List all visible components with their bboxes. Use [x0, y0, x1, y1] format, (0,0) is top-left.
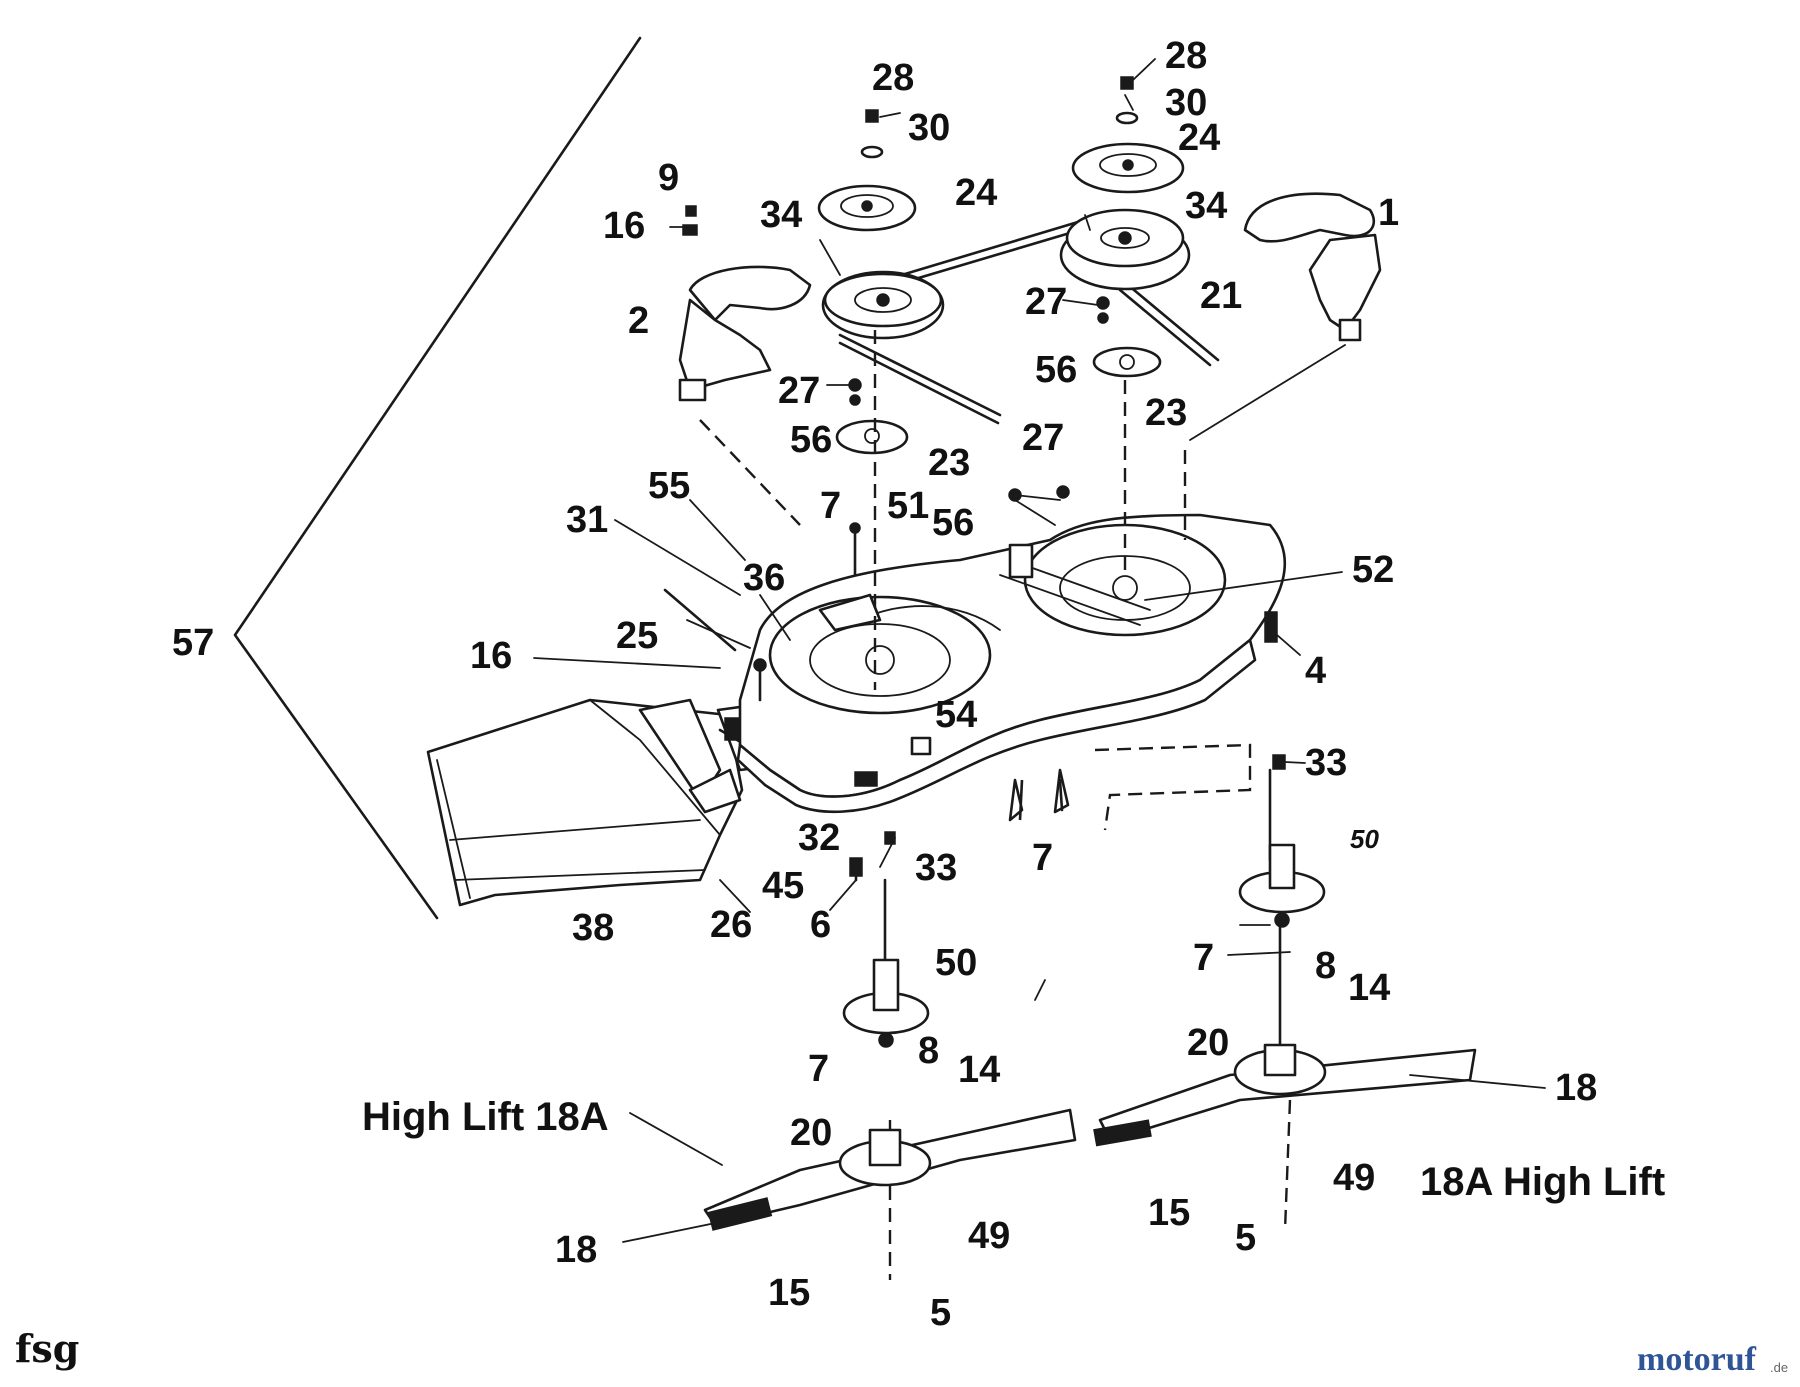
callout-25: 25	[616, 615, 658, 657]
callout-55: 55	[648, 465, 690, 507]
callout-18: 18	[555, 1229, 597, 1271]
callout-14: 14	[958, 1049, 1000, 1091]
mower-deck-housing	[736, 513, 1287, 822]
callout-16: 16	[603, 205, 645, 247]
svg-text:motoruf: motoruf	[1637, 1341, 1757, 1378]
callout-16: 16	[470, 635, 512, 677]
watermark-logo: motoruf .de	[1637, 1341, 1788, 1378]
callout-9: 9	[658, 157, 679, 199]
right-drive-pulley	[1059, 76, 1191, 378]
left-idler-pulley	[817, 109, 945, 455]
callout-33: 33	[1305, 742, 1347, 784]
callout-15: 15	[1148, 1192, 1190, 1234]
belt-guards	[678, 192, 1382, 402]
callout-7: 7	[1032, 837, 1053, 879]
callout-21: 21	[1200, 275, 1242, 317]
callout-34: 34	[1185, 185, 1227, 227]
callout-26: 26	[710, 904, 752, 946]
callout-27: 27	[778, 370, 820, 412]
callout-24: 24	[1178, 117, 1220, 159]
callout-49: 49	[968, 1215, 1010, 1257]
callout-27: 27	[1025, 281, 1067, 323]
callout-50: 50	[935, 942, 977, 984]
callout-2: 2	[628, 300, 649, 342]
callout-52: 52	[1352, 549, 1394, 591]
callout-49: 49	[1333, 1157, 1375, 1199]
discharge-chute	[426, 698, 744, 907]
callout-32: 32	[798, 817, 840, 859]
callout-18: 18	[1555, 1067, 1597, 1109]
svg-text:.de: .de	[1770, 1360, 1788, 1375]
callout-6: 6	[810, 904, 831, 946]
callout-24: 24	[955, 172, 997, 214]
high-lift-note-left: High Lift 18A	[362, 1095, 609, 1139]
assembly-bracket	[233, 36, 642, 920]
callout-7: 7	[820, 485, 841, 527]
high-lift-note-right: 18A High Lift	[1420, 1160, 1665, 1204]
callout-31: 31	[566, 499, 608, 541]
callout-57: 57	[172, 622, 214, 664]
callout-56: 56	[790, 419, 832, 461]
callout-50: 50	[1350, 824, 1379, 854]
callout-28: 28	[872, 57, 914, 99]
callout-1: 1	[1378, 192, 1399, 234]
assembly-axes	[699, 330, 1346, 1280]
callout-27: 27	[1022, 417, 1064, 459]
callout-4: 4	[1305, 650, 1326, 692]
callout-8: 8	[1315, 945, 1336, 987]
callout-7: 7	[1193, 937, 1214, 979]
callout-30: 30	[908, 107, 950, 149]
callout-23: 23	[1145, 392, 1187, 434]
diagram-code: fsg	[15, 1326, 79, 1371]
callout-8: 8	[918, 1030, 939, 1072]
callout-34: 34	[760, 194, 802, 236]
callout-20: 20	[790, 1112, 832, 1154]
blades	[703, 1043, 1477, 1231]
callout-20: 20	[1187, 1022, 1229, 1064]
callout-7: 7	[808, 1048, 829, 1090]
drive-belt	[838, 220, 1220, 425]
leader-lines	[533, 58, 1546, 1243]
callout-54: 54	[935, 694, 977, 736]
callout-14: 14	[1348, 967, 1390, 1009]
callout-5: 5	[930, 1292, 951, 1334]
callout-15: 15	[768, 1272, 810, 1314]
callout-33: 33	[915, 847, 957, 889]
callout-30: 30	[1165, 82, 1207, 124]
callout-56: 56	[1035, 349, 1077, 391]
callout-23: 23	[928, 442, 970, 484]
callout-28: 28	[1165, 35, 1207, 77]
callout-5: 5	[1235, 1217, 1256, 1259]
callout-36: 36	[743, 557, 785, 599]
spindle-assemblies	[842, 843, 1326, 1048]
callout-51: 51	[887, 485, 929, 527]
callout-38: 38	[572, 907, 614, 949]
callout-45: 45	[762, 865, 804, 907]
callout-56: 56	[932, 502, 974, 544]
callouts: 1 2 4 5 5 6 7 7 7 7 8 8 9 14 14 15 15 16…	[172, 35, 1597, 1334]
